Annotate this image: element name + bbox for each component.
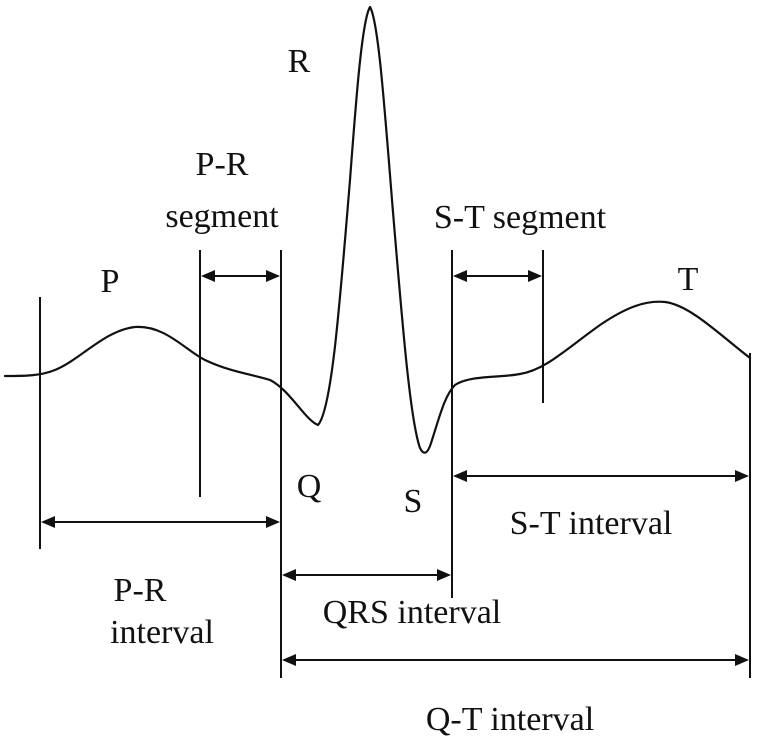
pr-segment-label-line2: segment xyxy=(165,198,279,235)
st-interval-label: S-T interval xyxy=(510,505,673,542)
t-wave-label: T xyxy=(678,261,699,298)
qrs-interval-label: QRS interval xyxy=(323,594,501,631)
pr-interval-label-line1: P-R xyxy=(114,572,167,609)
ecg-trace xyxy=(3,5,752,454)
r-wave-label: R xyxy=(288,43,311,80)
pr-interval-label-line2: interval xyxy=(110,614,214,651)
qt-interval-label: Q-T interval xyxy=(426,701,594,738)
pr-segment-label-line1: P-R xyxy=(196,146,249,183)
st-segment-label: S-T segment xyxy=(434,199,607,236)
s-wave-label: S xyxy=(404,483,423,520)
q-wave-label: Q xyxy=(297,468,322,505)
p-wave-label: P xyxy=(101,263,120,300)
